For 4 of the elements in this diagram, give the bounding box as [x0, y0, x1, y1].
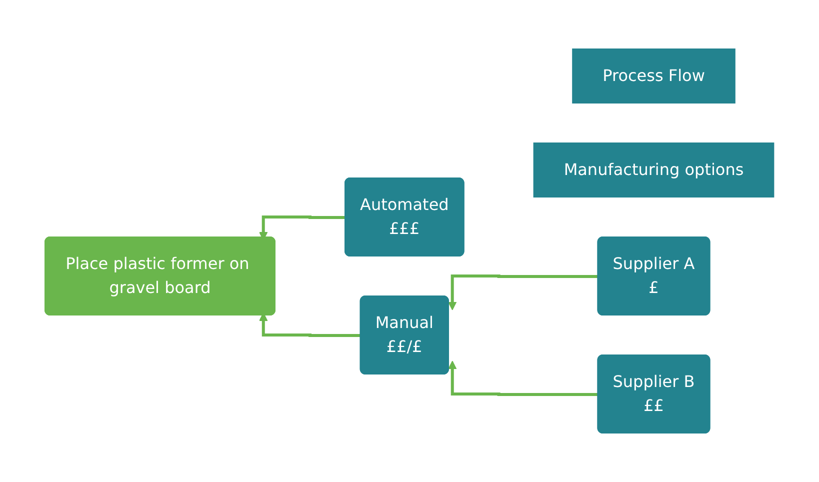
arrow: [448, 274, 598, 310]
node-box: Manufacturing options: [533, 142, 774, 198]
arrow: [448, 360, 598, 396]
node-box: Process Flow: [572, 48, 736, 104]
